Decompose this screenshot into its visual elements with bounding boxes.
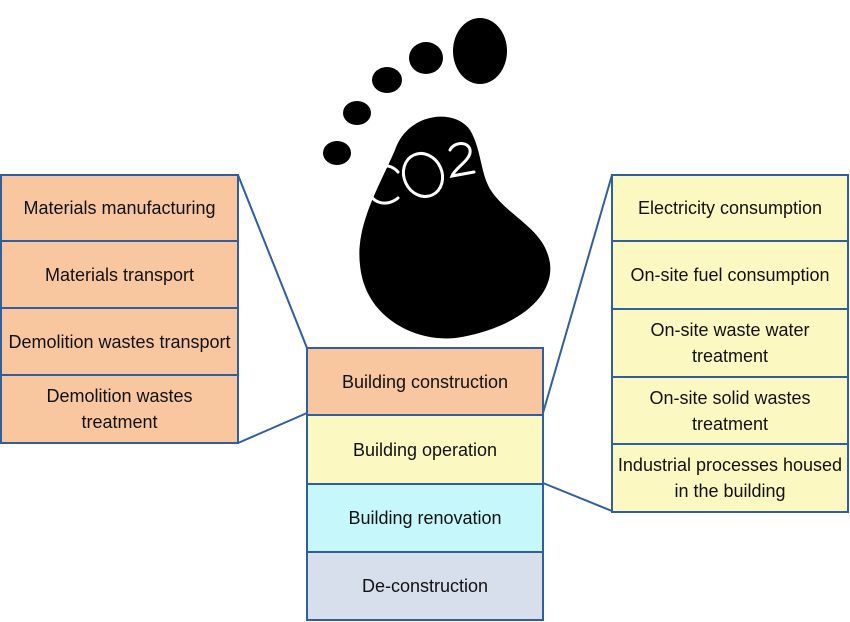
left-item-label: Demolition wastes treatment (46, 386, 193, 432)
footprint-toe-4 (343, 101, 371, 125)
stage-label: De-construction (361, 576, 489, 596)
stage-label: Building construction (341, 371, 509, 392)
left-item-materials-transport: Materials transport (0, 240, 239, 309)
stage-building-construction: Building construction (306, 347, 544, 416)
co2-footprint-logo (323, 18, 551, 339)
co2-letter-o (401, 152, 445, 198)
right-item-label: Industrial processes housed in the build… (617, 455, 843, 501)
left-item-demolition-wastes-transport: Demolition wastes transport (0, 307, 239, 376)
stage-label: Building renovation (348, 508, 502, 528)
right-item-label: On-site waste water treatment (650, 320, 810, 366)
right-item-on-site-solid-wastes-treatment: On-site solid wastes treatment (611, 376, 849, 445)
stage-building-renovation: Building renovation (306, 483, 544, 553)
right-item-electricity-consumption: Electricity consumption (611, 174, 849, 242)
left-item-demolition-wastes-treatment: Demolition wastes treatment (0, 374, 239, 444)
co2-letter-c (366, 164, 400, 205)
footprint-sole (359, 116, 551, 339)
connector-right-bottom (542, 482, 613, 512)
left-item-label: Materials manufacturing (23, 198, 216, 218)
co2-lettering (366, 142, 476, 205)
connector-left-top (237, 174, 308, 349)
right-item-industrial-processes: Industrial processes housed in the build… (611, 443, 849, 513)
left-item-materials-manufacturing: Materials manufacturing (0, 174, 239, 242)
footprint-toe-3 (372, 67, 402, 93)
right-item-label: On-site fuel consumption (630, 265, 830, 285)
right-item-on-site-fuel-consumption: On-site fuel consumption (611, 240, 849, 310)
left-item-label: Materials transport (44, 264, 195, 285)
right-item-on-site-waste-water-treatment: On-site waste water treatment (611, 308, 849, 378)
stage-de-construction: De-construction (306, 551, 544, 621)
stage-building-operation: Building operation (306, 414, 544, 485)
connector-right-top (542, 174, 613, 414)
footprint-toe-5 (323, 141, 351, 165)
co2-digit-2 (448, 142, 476, 178)
connector-left-bottom (237, 412, 308, 444)
right-item-label: On-site solid wastes treatment (649, 387, 811, 434)
footprint-toe-big (453, 18, 507, 84)
left-item-label: Demolition wastes transport (8, 331, 231, 352)
stage-label: Building operation (352, 439, 498, 460)
connector-lines (237, 174, 613, 512)
footprint-toe-2 (409, 42, 443, 74)
right-item-label: Electricity consumption (637, 198, 823, 218)
